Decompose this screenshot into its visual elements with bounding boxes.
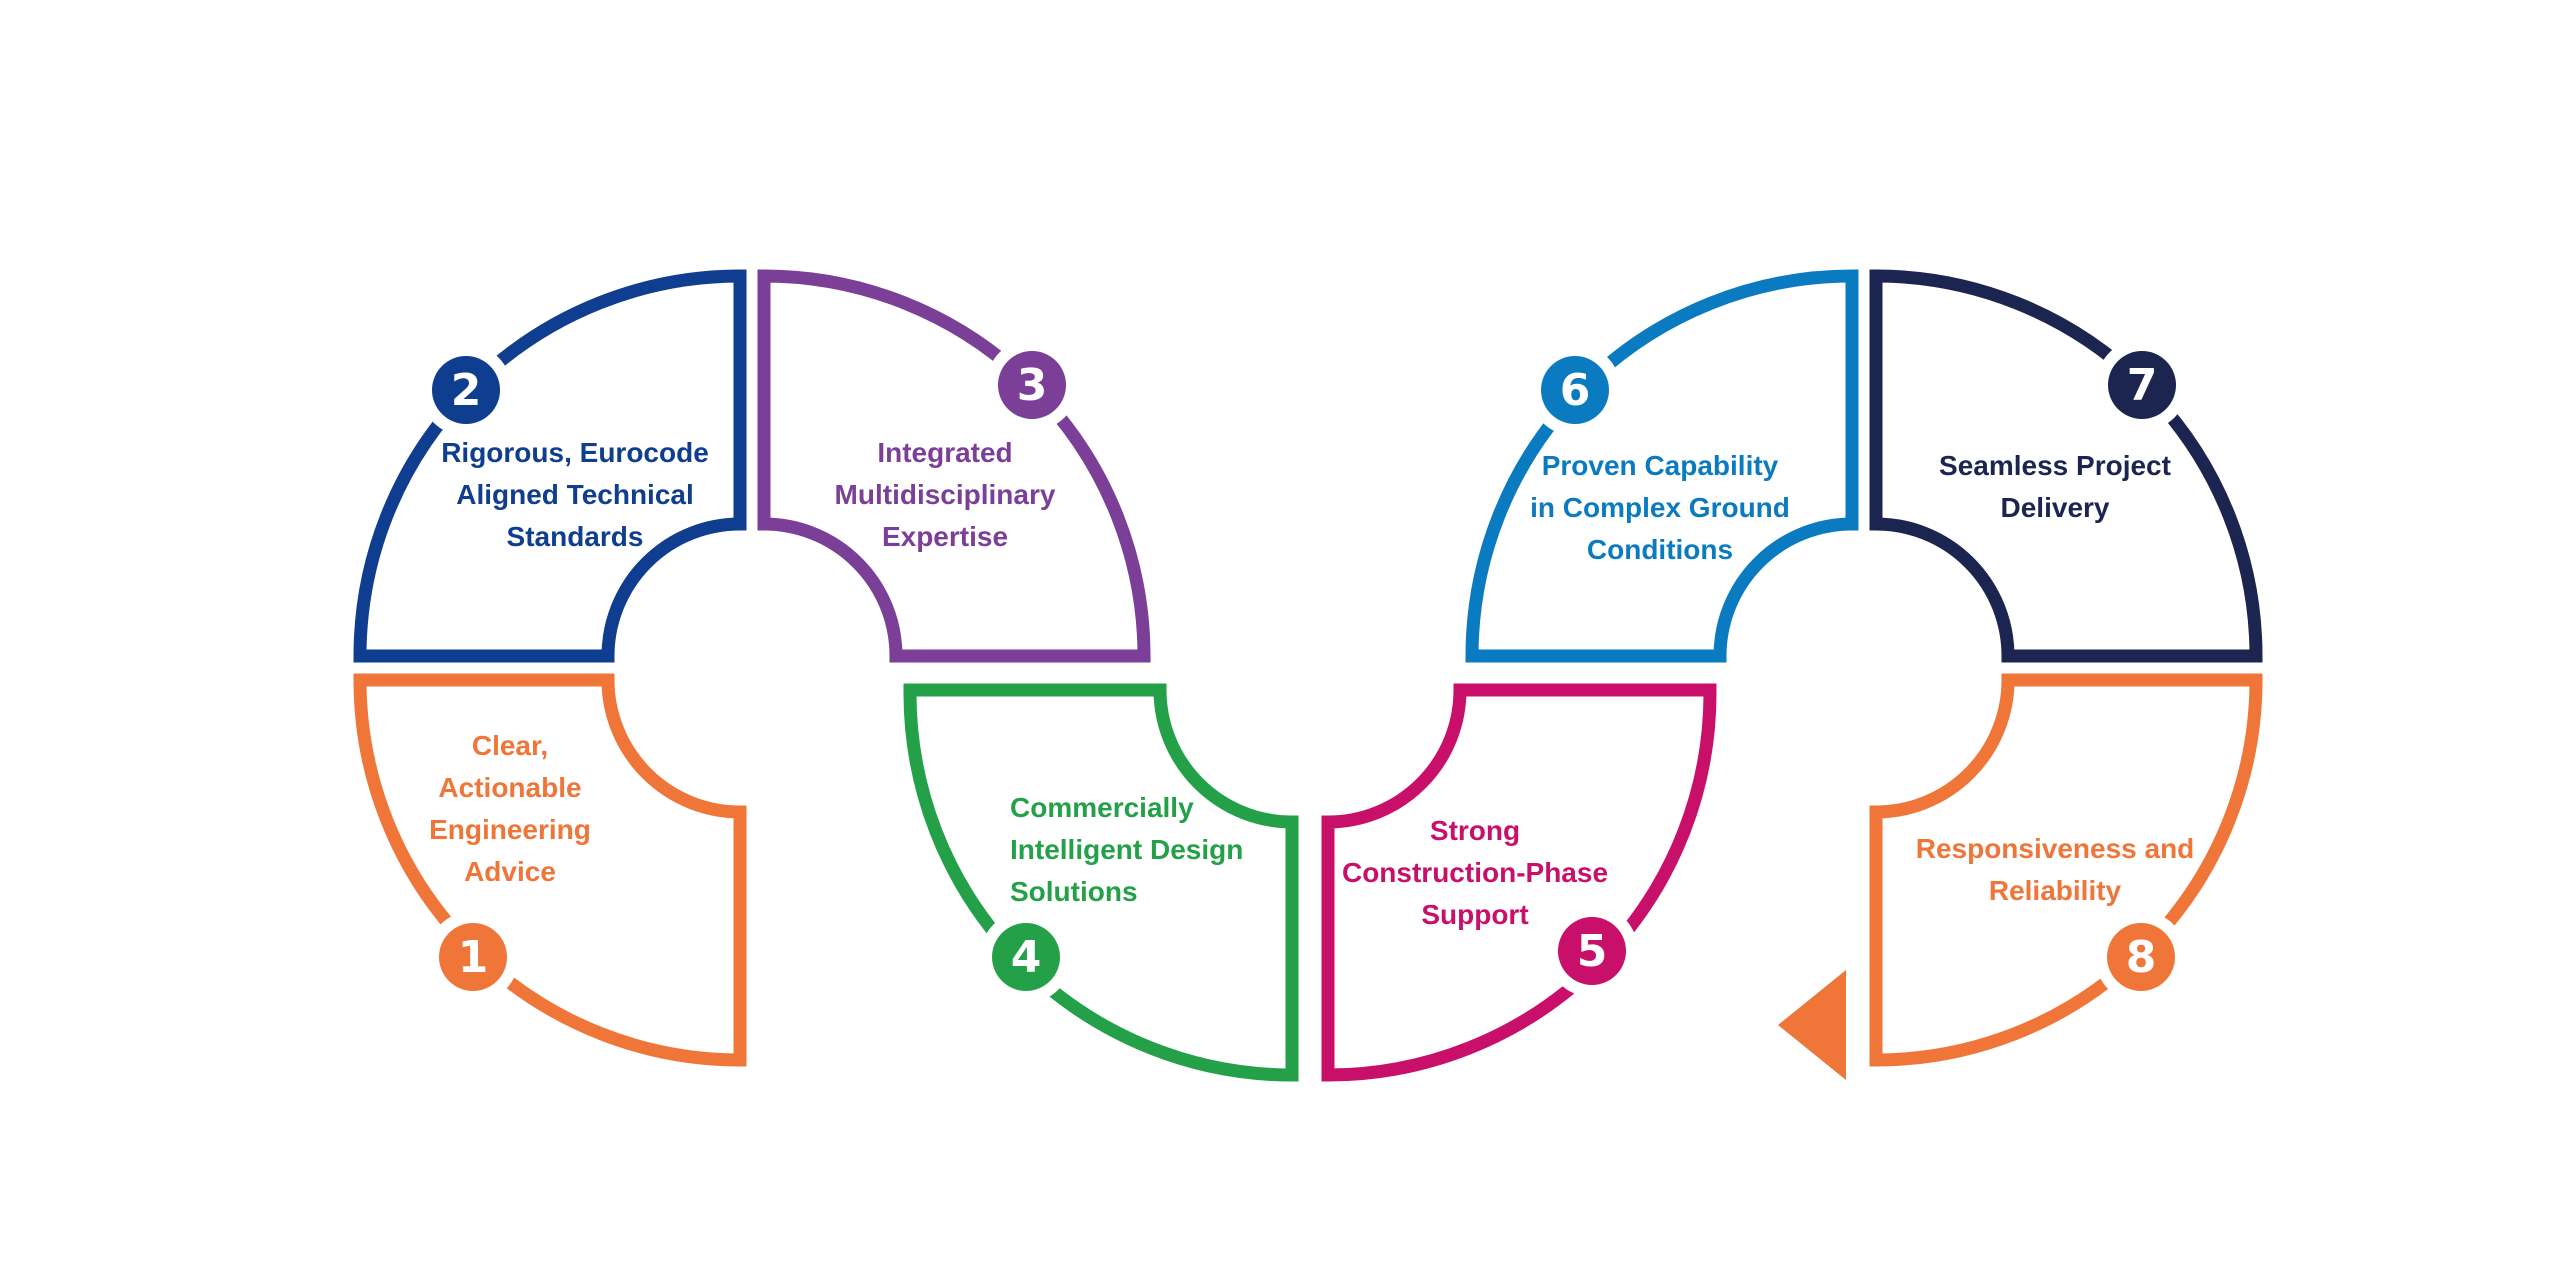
step-4-label: Commercially Intelligent Design Solution… [1010, 792, 1244, 907]
step-1-number: 1 [458, 932, 489, 983]
step-6-label: Proven Capability in Complex Ground Cond… [1530, 450, 1790, 565]
step-3-badge: 3 [986, 339, 1078, 431]
step-8-segment [1869, 673, 2263, 1067]
step-2-segment [353, 269, 747, 663]
step-7-badge: 7 [2096, 339, 2188, 431]
step-2-label: Rigorous, Eurocode Aligned Technical Sta… [441, 437, 709, 552]
badges-layer: 1 2 3 4 5 6 7 8 [420, 339, 2188, 1003]
step-4-number: 4 [1011, 932, 1042, 983]
step-3-label: Integrated Multidisciplinary Expertise [834, 437, 1056, 552]
step-3-segment [757, 269, 1151, 663]
step-1-segment [353, 673, 747, 1067]
step-8-badge: 8 [2095, 911, 2187, 1003]
step-5-number: 5 [1577, 926, 1608, 977]
step-2-badge: 2 [420, 344, 512, 436]
step-3-number: 3 [1017, 360, 1048, 411]
step-4-badge: 4 [980, 911, 1072, 1003]
step-5-label: Strong Construction-Phase Support [1341, 815, 1609, 930]
step-5-segment [1321, 683, 1717, 1082]
segments-layer [353, 269, 2263, 1082]
step-8-number: 8 [2126, 932, 2157, 983]
step-7-number: 7 [2127, 360, 2158, 411]
step-2-number: 2 [451, 365, 482, 416]
step-6-number: 6 [1560, 365, 1591, 416]
step-7-label: Seamless Project Delivery [1939, 450, 2171, 523]
left-triangle-arrow-icon [1778, 970, 1846, 1080]
step-6-segment [1465, 269, 1859, 663]
step-8-label: Responsiveness and Reliability [1915, 833, 2195, 906]
step-4-segment [903, 683, 1299, 1082]
step-6-badge: 6 [1529, 344, 1621, 436]
step-1-badge: 1 [427, 911, 519, 1003]
step-5-badge: 5 [1546, 905, 1638, 997]
step-7-segment [1869, 269, 2263, 663]
step-1-label: Clear, Actionable Engineering Advice [429, 730, 591, 887]
